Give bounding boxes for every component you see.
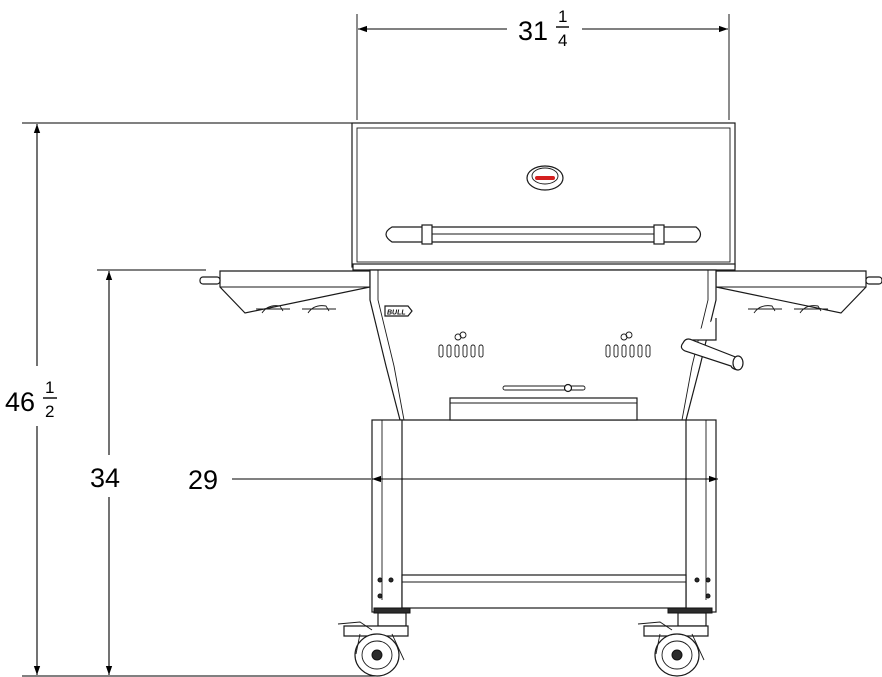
cart-width-value: 29: [188, 465, 218, 495]
right-vent-slots: [605, 331, 651, 358]
damper-slider: [502, 383, 586, 393]
grill-hood: [351, 122, 736, 271]
side-crank-handle: [680, 318, 744, 371]
dimension-counter-height: 34: [90, 269, 206, 675]
logo-text: BULL: [387, 310, 406, 317]
overall-height-whole: 46: [5, 387, 35, 417]
cart-body: BULL: [369, 269, 717, 421]
left-side-shelf: [199, 270, 371, 314]
width-top-numerator: 1: [558, 7, 567, 26]
overall-height-denominator: 2: [45, 402, 54, 421]
width-top-denominator: 4: [558, 31, 567, 50]
overall-height-numerator: 1: [45, 378, 54, 397]
grill-illustration: BULL: [199, 122, 882, 677]
cart-frame: [371, 419, 717, 613]
width-top-whole: 31: [518, 16, 548, 46]
bull-logo: BULL: [384, 305, 413, 317]
dimension-cart-width: 29: [188, 465, 718, 495]
dimension-overall-height: 46 1 2: [5, 122, 380, 677]
right-side-shelf: [715, 270, 882, 314]
thermometer-icon: [526, 165, 564, 191]
left-caster-wheel: [337, 607, 411, 677]
dimension-top-width: 31 1 4: [356, 7, 730, 120]
counter-height-value: 34: [90, 463, 120, 493]
hood-handle: [385, 224, 702, 245]
left-vent-slots: [438, 331, 484, 358]
ash-tray: [449, 397, 638, 421]
right-caster-wheel: [637, 607, 713, 677]
